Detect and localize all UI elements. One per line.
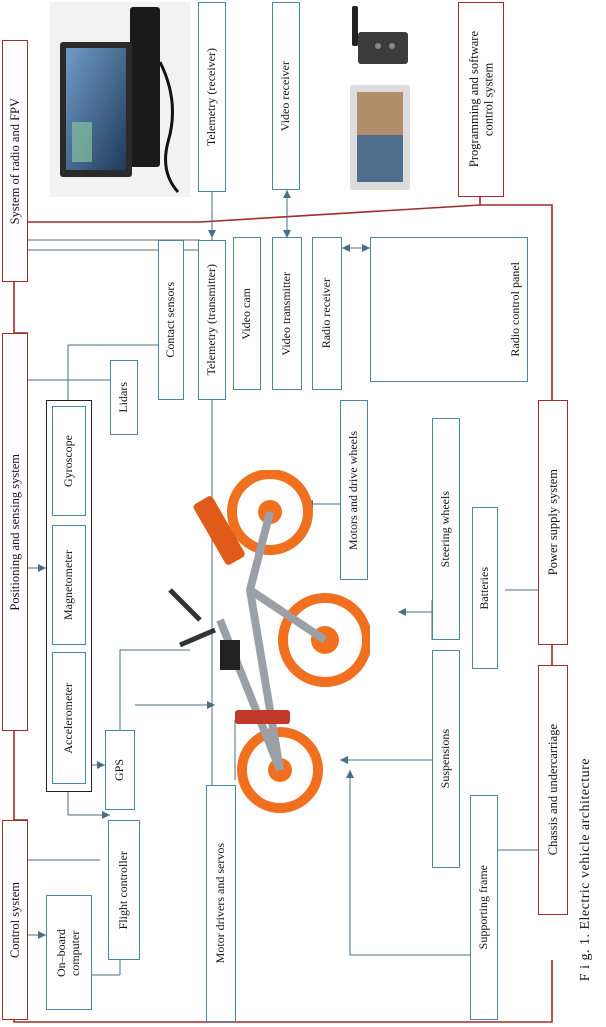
video-transmitter-label: Video transmitter [279, 271, 294, 356]
accelerometer-label: Accelerometer [61, 682, 76, 754]
radio-receiver-box: Radio receiver [312, 237, 342, 390]
monitor-icon [350, 85, 410, 190]
flight-controller-box: Flight controller [108, 820, 140, 960]
radio-control-panel-box: Radio control panel [370, 237, 528, 382]
gps-label: GPS [112, 758, 127, 781]
telemetry-receiver-box: Telemetry (receiver) [198, 2, 226, 192]
system-radio-fpv-label: System of radio and FPV [7, 97, 22, 225]
gyroscope-box: Gyroscope [52, 406, 86, 516]
accelerometer-box: Accelerometer [52, 652, 86, 784]
suspensions-label: Suspensions [438, 729, 453, 789]
figure-caption-text: F i g. 1. Electric vehicle architecture [578, 758, 593, 982]
gyroscope-label: Gyroscope [61, 435, 76, 487]
figure-caption: F i g. 1. Electric vehicle architecture [572, 720, 600, 1020]
system-control: Control system [2, 820, 28, 1020]
system-positioning-label: Positioning and sensing system [7, 453, 22, 611]
system-power-label: Power supply system [545, 469, 560, 576]
telemetry-receiver-label: Telemetry (receiver) [204, 47, 219, 147]
motors-drive-wheels-box: Motors and drive wheels [340, 400, 368, 580]
magnetometer-box: Magnetometer [52, 525, 86, 645]
batteries-box: Batteries [472, 507, 498, 669]
laptop-icon [50, 2, 190, 197]
video-receiver-label: Video receiver [278, 60, 293, 132]
system-power-supply: Power supply system [538, 400, 568, 645]
electric-bike-icon [168, 470, 370, 813]
lidars-label: Lidars [116, 382, 131, 413]
radio-control-panel-label: Radio control panel [508, 262, 523, 357]
video-receiver-module-icon [352, 6, 408, 64]
contact-sensors-label: Contact sensors [163, 282, 178, 358]
flight-controller-label: Flight controller [116, 850, 131, 930]
batteries-label: Batteries [477, 566, 492, 610]
telemetry-transmitter-label: Telemetry (transmitter) [204, 264, 219, 376]
telemetry-transmitter-box: Telemetry (transmitter) [198, 240, 226, 400]
magnetometer-label: Magnetometer [61, 550, 76, 620]
video-transmitter-box: Video transmitter [272, 237, 302, 390]
supporting-frame-box: Supporting frame [470, 795, 498, 1020]
system-positioning-sensing: Positioning and sensing system [2, 333, 28, 731]
supporting-frame-label: Supporting frame [476, 865, 491, 950]
video-cam-box: Video cam [233, 237, 261, 390]
system-control-label: Control system [7, 881, 22, 959]
radio-receiver-label: Radio receiver [319, 278, 334, 349]
imu-sensor-group [46, 400, 92, 792]
suspensions-box: Suspensions [432, 650, 460, 868]
system-chassis-label: Chassis and undercarriage [545, 724, 560, 856]
system-radio-fpv: System of radio and FPV [2, 40, 28, 282]
video-cam-label: Video cam [239, 287, 254, 340]
video-receiver-box: Video receiver [272, 2, 300, 190]
motor-drivers-servos-box: Motor drivers and servos [206, 785, 236, 1022]
lidars-box: Lidars [110, 360, 138, 435]
steering-wheels-box: Steering wheels [432, 418, 460, 640]
system-chassis: Chassis and undercarriage [538, 665, 568, 915]
gps-box: GPS [105, 730, 135, 810]
steering-wheels-label: Steering wheels [438, 490, 453, 568]
motor-drivers-servos-label: Motor drivers and servos [213, 843, 228, 964]
onboard-computer-line-2: computer [68, 929, 82, 976]
motors-drive-wheels-label: Motors and drive wheels [346, 430, 361, 550]
contact-sensors-box: Contact sensors [158, 240, 184, 400]
